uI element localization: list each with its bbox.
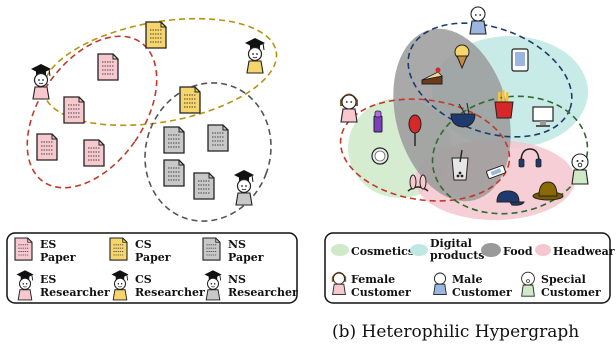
- legend-food: Food: [503, 245, 533, 258]
- compact-mirror-icon: [371, 147, 389, 165]
- es-paper-icon: [36, 133, 58, 161]
- legend-digital-line1: Digital: [430, 237, 472, 250]
- legend-ns-paper-line1: NS: [228, 238, 246, 251]
- yellow-paper-icon: [109, 237, 128, 261]
- legend-ns-paper-line2: Paper: [228, 251, 264, 264]
- male-customer-icon: [469, 6, 487, 35]
- ns-researcher-icon: [233, 169, 255, 206]
- gray-paper-icon: [202, 237, 221, 261]
- headphones-icon: [518, 148, 542, 168]
- es-researcher-icon: [30, 63, 52, 100]
- legend-cs-researcher-line2: Researcher: [135, 286, 205, 299]
- female-customer-legend-icon: [331, 271, 347, 296]
- gray-blob-icon: [481, 243, 501, 257]
- es-paper-icon: [97, 53, 119, 81]
- right-caption: (b) Heterophilic Hypergraph: [332, 322, 579, 342]
- cs-paper-icon: [179, 86, 201, 114]
- pink-researcher-icon: [15, 269, 35, 301]
- legend-es-researcher-line1: ES: [40, 273, 56, 286]
- cs-paper-icon: [145, 21, 167, 49]
- cap-icon: [496, 190, 525, 206]
- legend-es-researcher-line2: Researcher: [40, 286, 110, 299]
- legend-cs-paper-line1: CS: [135, 238, 152, 251]
- female-customer-hyperedge: [339, 98, 511, 202]
- left-hypergraph: [26, 17, 278, 222]
- legend-special-line1: Special: [541, 273, 586, 286]
- right-hypergraph: [339, 6, 589, 220]
- hat-icon: [532, 181, 564, 201]
- ns-paper-icon: [163, 126, 185, 154]
- cyan-blob-icon: [410, 244, 428, 256]
- green-blob-icon: [331, 244, 349, 256]
- candy-icon: [408, 114, 422, 146]
- legend-female-line1: Female: [351, 273, 395, 286]
- legend-cs-paper-line2: Paper: [135, 251, 171, 264]
- legend-es-paper-line1: ES: [40, 238, 56, 251]
- ns-paper-icon: [207, 124, 229, 152]
- noodle-bowl-icon: [450, 102, 476, 128]
- right-legend: Cosmetics Digital products Food Headwear…: [324, 232, 615, 304]
- legend-female-line2: Customer: [351, 286, 411, 299]
- special-customer-legend-icon: [521, 271, 535, 297]
- phone-icon: [486, 165, 506, 179]
- pink-paper-icon: [14, 237, 33, 261]
- es-paper-icon: [83, 139, 105, 167]
- bubble-tea-icon: [451, 149, 469, 181]
- ns-paper-icon: [163, 159, 185, 187]
- cs-researcher-icon: [244, 37, 266, 74]
- ns-hyperedge: [144, 82, 272, 222]
- computer-icon: [532, 106, 554, 127]
- male-customer-hyperedge: [407, 22, 573, 138]
- bunny-ears-headband-icon: [407, 174, 429, 192]
- es-paper-icon: [63, 96, 85, 124]
- tablet-icon: [511, 48, 529, 72]
- gray-researcher-icon: [203, 269, 223, 301]
- fries-icon: [494, 90, 514, 119]
- legend-cs-researcher-line1: CS: [135, 273, 152, 286]
- special-customer-icon: [571, 153, 589, 185]
- legend-male-line1: Male: [452, 273, 482, 286]
- male-customer-legend-icon: [433, 272, 447, 296]
- ice-cream-icon: [454, 44, 470, 70]
- cake-icon: [421, 67, 443, 85]
- pink-blob-icon: [535, 244, 551, 256]
- ns-paper-icon: [193, 172, 215, 200]
- lipstick-icon: [373, 110, 383, 133]
- yellow-researcher-icon: [110, 269, 130, 301]
- legend-digital-line2: products: [430, 249, 484, 262]
- legend-es-paper-line2: Paper: [40, 251, 76, 264]
- legend-ns-researcher-line1: NS: [228, 273, 246, 286]
- legend-special-line2: Customer: [541, 286, 601, 299]
- female-customer-icon: [340, 93, 358, 123]
- legend-cosmetics: Cosmetics: [351, 245, 414, 258]
- legend-male-line2: Customer: [452, 286, 512, 299]
- legend-headwear: Headwear: [553, 245, 615, 258]
- legend-ns-researcher-line2: Researcher: [228, 286, 298, 299]
- left-legend: ES Paper CS Paper NS Paper ES Researcher…: [6, 232, 298, 304]
- es-hyperedge: [26, 35, 158, 189]
